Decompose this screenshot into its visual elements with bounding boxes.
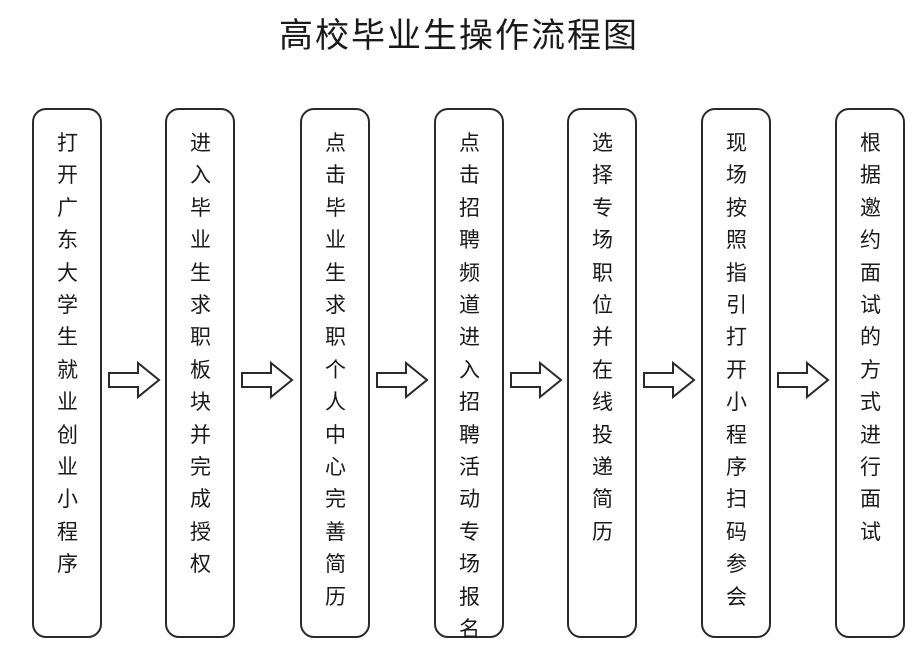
diagram-title: 高校毕业生操作流程图: [279, 16, 639, 56]
arrow-right-icon: [508, 360, 564, 400]
step-text-2: 进入毕业生求职板块并完成授权: [190, 131, 211, 577]
arrow-right-icon: [775, 360, 831, 400]
step-text-3: 点击毕业生求职个人中心完善简历: [325, 131, 346, 609]
arrow-right-icon: [641, 360, 697, 400]
arrow-right-icon: [239, 360, 295, 400]
step-text-7: 根据邀约面试的方式进行面试: [860, 131, 881, 544]
step-box-1: 打开广东大学生就业创业小程序: [32, 108, 102, 638]
step-box-4: 点击招聘频道进入招聘活动专场报名: [434, 108, 504, 641]
step-box-3: 点击毕业生求职个人中心完善简历: [300, 108, 370, 638]
step-text-1: 打开广东大学生就业创业小程序: [57, 131, 78, 577]
arrow-right-icon: [106, 360, 162, 400]
step-box-7: 根据邀约面试的方式进行面试: [835, 108, 905, 638]
arrow-right-icon: [374, 360, 430, 400]
step-box-5: 选择专场职位并在线投递简历: [567, 108, 637, 638]
step-box-6: 现场按照指引打开小程序扫码参会: [701, 108, 771, 638]
step-text-4: 点击招聘频道进入招聘活动专场报名: [459, 131, 480, 642]
step-box-2: 进入毕业生求职板块并完成授权: [165, 108, 235, 638]
step-text-5: 选择专场职位并在线投递简历: [592, 131, 613, 544]
step-text-6: 现场按照指引打开小程序扫码参会: [726, 131, 747, 609]
